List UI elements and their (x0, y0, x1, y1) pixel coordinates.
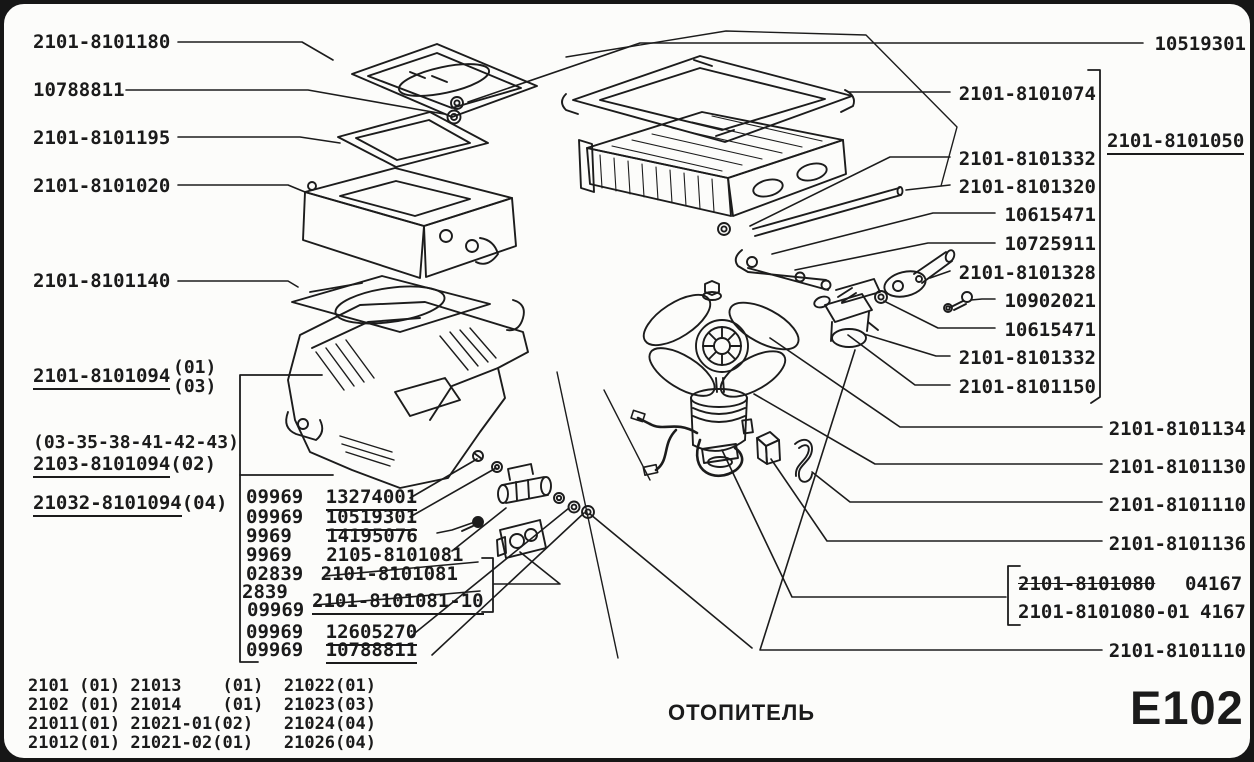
part-number: 2101-8101080-01 (1018, 601, 1190, 623)
applicability-row: 21012(01) 21021-02(01) 21026(04) (28, 733, 376, 753)
part-label: 2101-8101020 (33, 175, 171, 197)
part-number: 14195076 (326, 525, 418, 547)
tube-drawing (717, 186, 904, 237)
applicability-note: (03-35-38-41-42-43) (33, 432, 239, 453)
part-label: 2101-8101074 (958, 83, 1096, 105)
part-number-superseded: 2101-8101080 (1018, 573, 1156, 595)
variant-code: 4167 (1200, 601, 1246, 623)
applicability-row: 2102 (01) 21014 (01) 21023(03) (28, 695, 376, 715)
part-number: 2103-8101094 (33, 453, 171, 478)
elbow-pipe-drawing (874, 249, 973, 313)
connector-block-drawing (756, 431, 781, 465)
part-label-group: 21032-8101094(04) (33, 492, 228, 517)
part-number: 2105-8101081 (326, 544, 464, 566)
part-label: 2101-8101136 (1108, 533, 1246, 555)
cover-plate-drawing (291, 275, 525, 333)
applicability-row: 2101 (01) 21013 (01) 21022(01) (28, 676, 376, 696)
lever-drawing (734, 249, 832, 291)
page-code: E102 (1130, 681, 1244, 734)
part-label: 2101-8101328 (958, 262, 1096, 284)
leader-lines (125, 41, 1144, 656)
list-row: 09969 (247, 599, 305, 621)
list-row: 02839 2101-8101081 (246, 563, 458, 585)
part-label: 2101-8101332 (958, 148, 1096, 170)
part-label-group: 2103-8101094(02) (33, 453, 217, 478)
heater-housing-drawing (285, 301, 529, 489)
part-number: 10788811 (325, 639, 418, 664)
part-label: 10519301 (1154, 33, 1246, 55)
part-label: 2101-8101130 (1108, 456, 1246, 478)
part-number: 12605270 (325, 621, 418, 646)
part-number: 2101-8101081-10 (312, 590, 484, 615)
list-row: 09969 10519301 (246, 506, 418, 531)
list-row: 2839 (242, 581, 288, 603)
part-label: 10615471 (1004, 319, 1096, 341)
assembly-label: 2101-8101050 (1107, 130, 1245, 155)
gasket-drawing (337, 111, 489, 168)
part-label: 10788811 (33, 79, 125, 101)
variant-code: (02) (170, 453, 217, 475)
radiator-drawing (578, 111, 847, 217)
part-label: 2101-8101150 (958, 376, 1096, 398)
variant-code: (03) (173, 376, 217, 397)
heater-cover-drawing (351, 43, 538, 118)
spring-clip-drawing (794, 438, 813, 483)
variant-row: 2101-8101080 (1018, 574, 1155, 594)
part-number: 2101-8101094 (33, 365, 171, 390)
wires-drawing (630, 409, 744, 478)
resistor-and-fasteners-drawing (461, 450, 595, 559)
applicability-row: 21011(01) 21021-01(02) 21024(04) (28, 714, 376, 734)
variant-code: (04) (181, 492, 228, 514)
intake-housing-drawing (302, 167, 517, 279)
list-row: 9969 2105-8101081 (246, 544, 464, 566)
part-number: 21032-8101094 (33, 492, 182, 517)
part-label: 10725911 (1004, 233, 1096, 255)
part-label: 2101-8101195 (33, 127, 171, 149)
variant-code: 04167 (1185, 573, 1243, 595)
part-label: 2101-8101180 (33, 31, 171, 53)
page-title: ОТОПИТЕЛЬ (668, 700, 816, 725)
list-row: 09969 10788811 (246, 639, 418, 664)
part-label: 10615471 (1004, 204, 1096, 226)
list-row: 09969 13274001 (246, 486, 418, 511)
part-label: 2101-8101110 (1108, 494, 1246, 516)
part-label: 2101-8101140 (33, 270, 171, 292)
part-label-group: 2101-8101094 (33, 365, 171, 390)
part-label: 2101-8101332 (958, 347, 1096, 369)
nut-washer-drawing (446, 96, 464, 125)
part-label: 2101-8101320 (958, 176, 1096, 198)
list-row: 9969 14195076 (246, 525, 418, 547)
list-row: 09969 12605270 (246, 621, 418, 646)
part-label: 10902021 (1004, 290, 1096, 312)
seal-frame-drawing (561, 55, 855, 143)
part-number: 10519301 (325, 506, 418, 531)
part-label: 2101-8101134 (1108, 418, 1246, 440)
variant-code: (01) (173, 357, 217, 378)
heater-tap-drawing (813, 278, 881, 348)
fan-drawing (642, 293, 800, 398)
part-label: 2101-8101110 (1108, 640, 1246, 662)
grouping-brackets (239, 69, 1101, 663)
part-number: 13274001 (325, 486, 418, 511)
part-number-superseded: 2101-8101081 (320, 563, 458, 585)
